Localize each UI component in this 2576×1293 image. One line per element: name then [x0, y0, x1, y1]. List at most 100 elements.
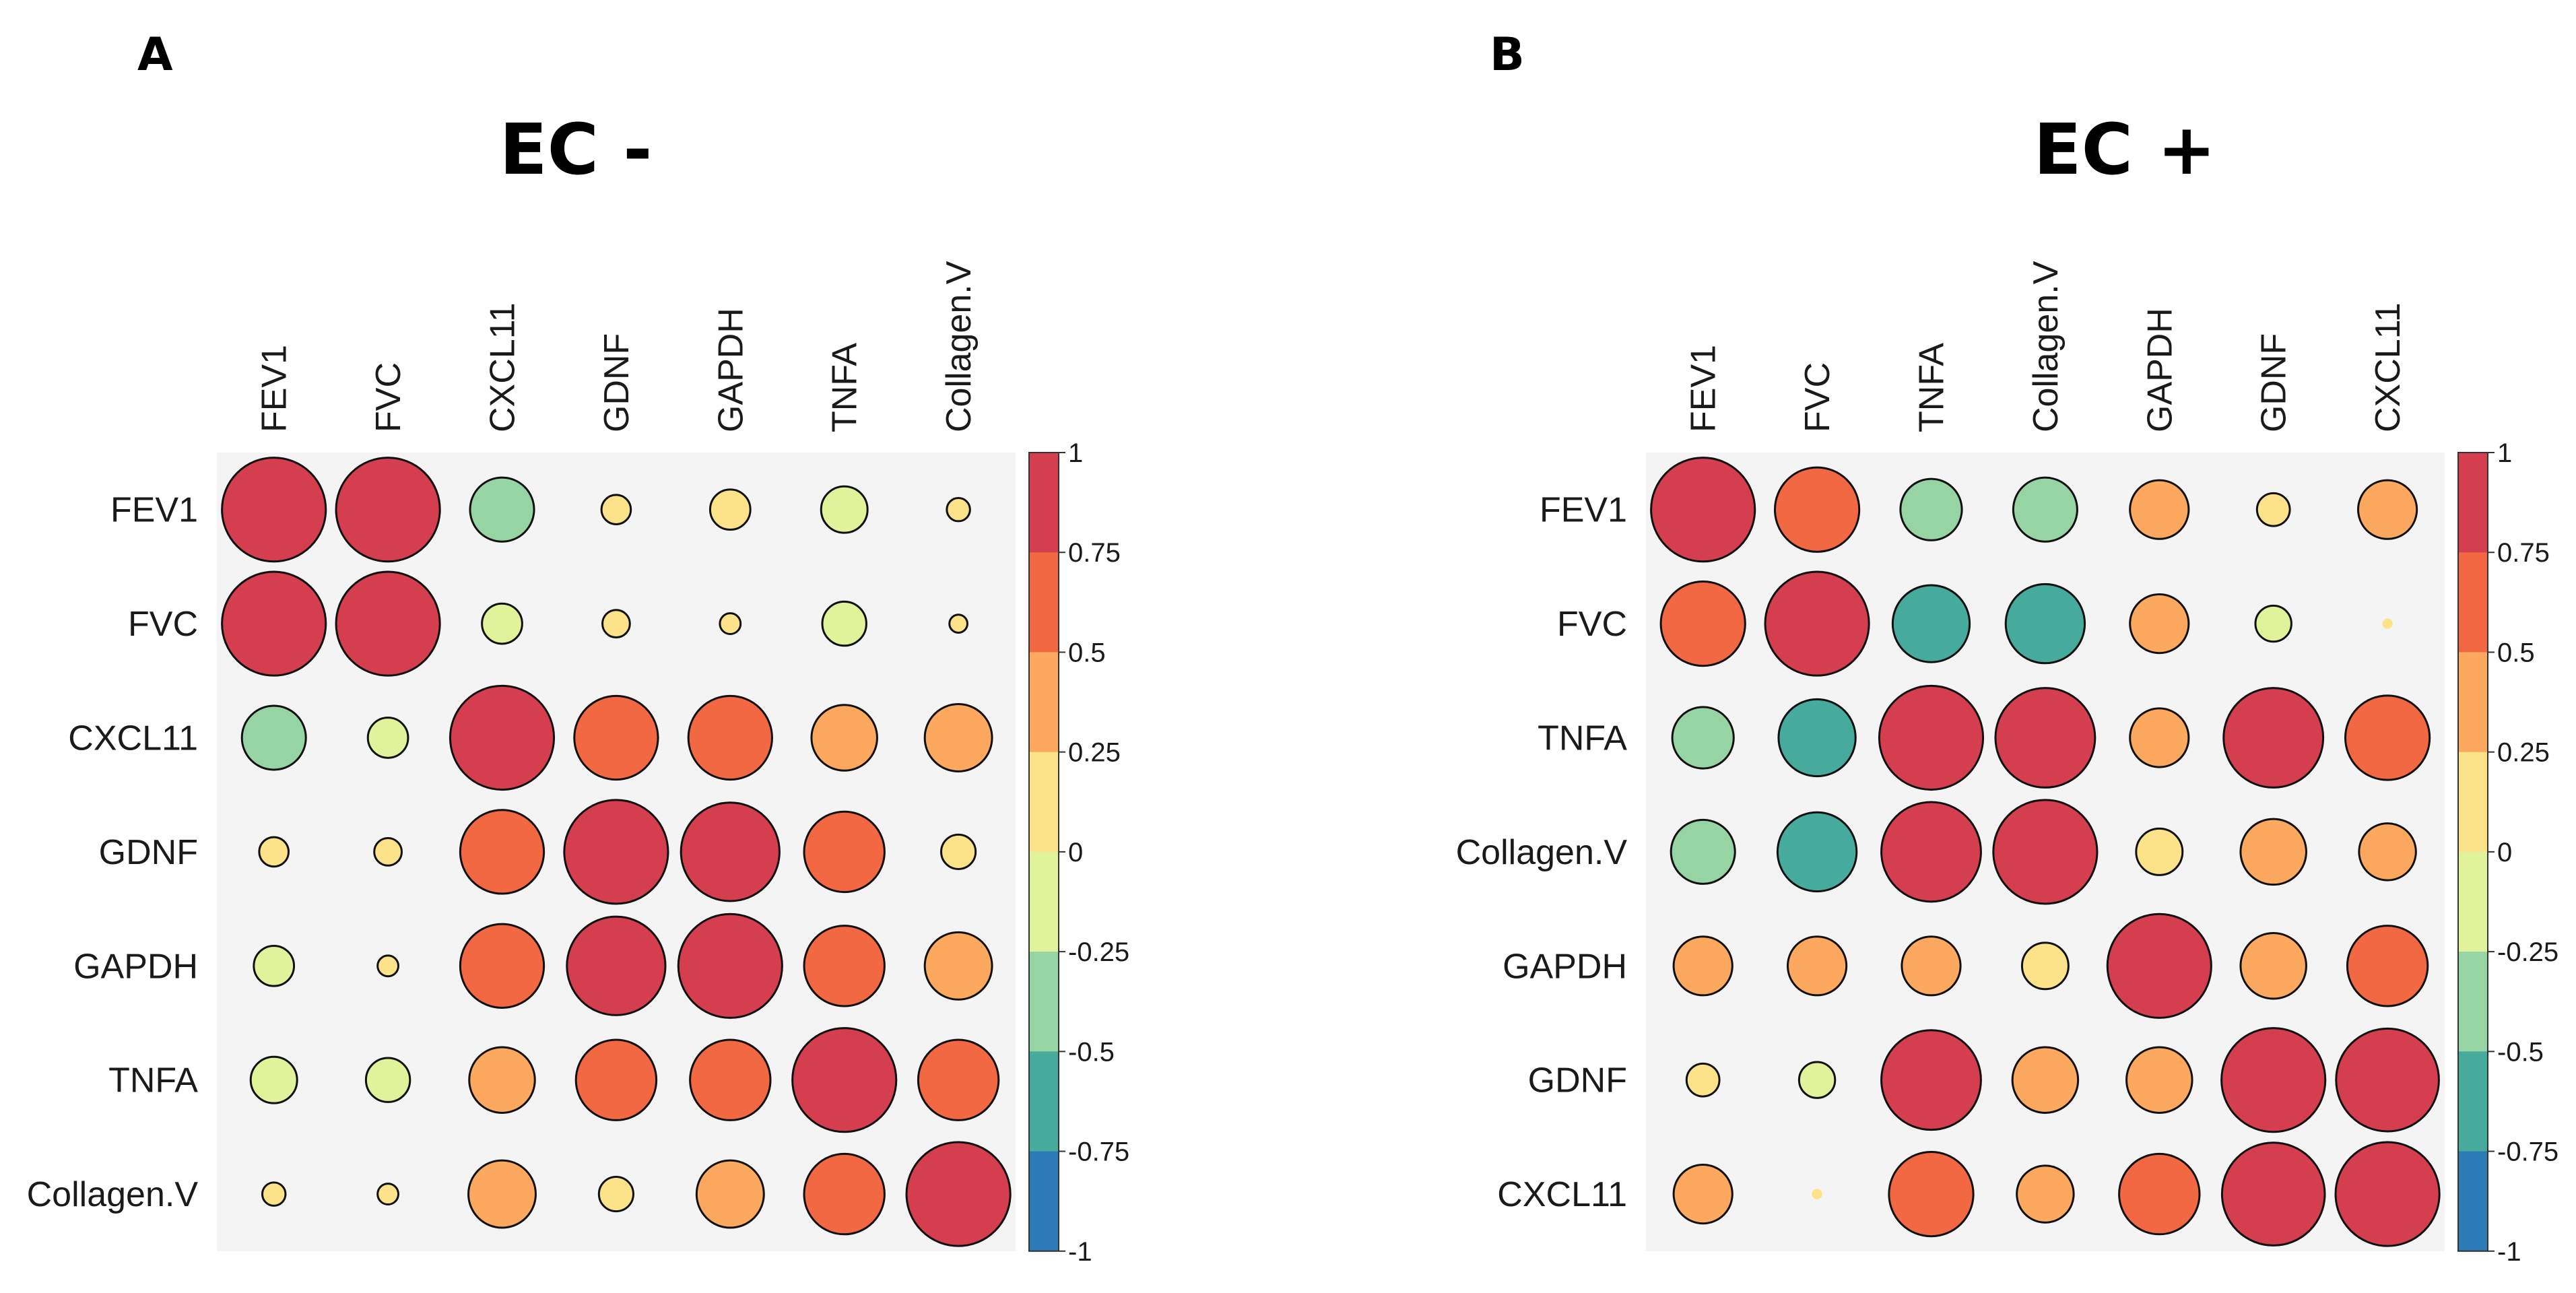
colorbar-tick-label: 0.25 [2497, 738, 2550, 768]
correlation-circle [1812, 1189, 1822, 1199]
colorbar-tick-label: 0.5 [2497, 638, 2535, 667]
colorbar-segment [1029, 552, 1059, 653]
correlation-circle [1659, 580, 1746, 667]
correlation-circle [597, 1176, 634, 1213]
correlation-circle [573, 694, 659, 781]
correlation-circle [2129, 593, 2190, 655]
correlation-circle [1797, 1061, 1837, 1099]
colorbar-segment [1029, 652, 1059, 753]
correlation-circle [376, 1183, 400, 1206]
correlation-circle [1901, 935, 1962, 997]
row-label-tnfa: TNFA [108, 1061, 198, 1100]
column-label-fev1: FEV1 [1684, 345, 1723, 432]
correlation-circle [2222, 687, 2325, 789]
column-label-tnfa: TNFA [1913, 343, 1952, 432]
colorbar-segment [2458, 453, 2488, 553]
correlation-circle [940, 833, 977, 870]
colorbar-tick-label: -0.5 [1068, 1037, 1115, 1067]
colorbar-segment [2458, 851, 2488, 952]
correlation-circle [459, 809, 546, 895]
correlation-circle [2346, 925, 2429, 1007]
column-label-collagen-v: Collagen.V [939, 261, 979, 432]
column-label-gdnf: GDNF [597, 333, 636, 432]
correlation-circle [948, 614, 968, 634]
column-label-cxcl11: CXCL11 [2369, 302, 2408, 432]
correlation-circle [1888, 1150, 1975, 1238]
correlation-circle [923, 931, 993, 1001]
colorbar-segment [1029, 952, 1059, 1052]
correlation-circle [1880, 1029, 1982, 1131]
correlation-circle [803, 1152, 886, 1236]
correlation-circle [810, 704, 878, 772]
correlation-circle [221, 570, 327, 677]
correlation-circle [2239, 818, 2307, 886]
row-label-cxcl11: CXCL11 [1497, 1175, 1627, 1214]
colorbar-tick-label: 1 [2497, 438, 2512, 468]
correlation-circle [1650, 457, 1756, 563]
row-label-gapdh: GAPDH [1502, 947, 1627, 986]
correlation-circle [1786, 935, 1848, 997]
correlation-circle [905, 1141, 1012, 1247]
correlation-circle [373, 837, 403, 867]
column-label-tnfa: TNFA [826, 343, 865, 432]
column-label-fvc: FVC [369, 362, 408, 432]
correlation-circle [2135, 827, 2184, 876]
column-label-gapdh: GAPDH [711, 308, 750, 432]
colorbar-segment [2458, 752, 2488, 853]
colorbar-segment [1029, 1051, 1059, 1152]
panel-a: AEC -FEV1FVCCXCL11GDNFGAPDHTNFACollagen.… [27, 28, 1130, 1267]
correlation-circle [2358, 822, 2417, 882]
correlation-circle [719, 612, 742, 636]
colorbar-tick-label: 0.75 [2497, 538, 2550, 568]
correlation-circle [1878, 684, 1985, 791]
colorbar-tick-label: 0 [1068, 838, 1083, 867]
column-label-fvc: FVC [1798, 362, 1837, 432]
panel-label: A [137, 28, 173, 81]
colorbar-segment [2458, 952, 2488, 1052]
correlation-circle [2129, 707, 2190, 768]
correlation-circle [695, 1159, 765, 1229]
row-label-gdnf: GDNF [99, 833, 198, 872]
correlation-circle [2118, 1152, 2201, 1236]
correlation-circle [1994, 687, 2096, 789]
correlation-circle [803, 925, 886, 1007]
colorbar-tick-label: -1 [2497, 1237, 2521, 1267]
correlation-circle [2129, 479, 2190, 540]
colorbar-tick-label: -0.75 [2497, 1137, 2558, 1167]
correlation-circle [2106, 913, 2212, 1019]
correlation-circle [2004, 583, 2086, 665]
column-label-collagen-v: Collagen.V [2026, 261, 2066, 432]
correlation-circle [708, 488, 752, 531]
colorbar-segment [1029, 1151, 1059, 1252]
correlation-circle [335, 570, 441, 677]
row-label-tnfa: TNFA [1538, 719, 1627, 758]
correlation-circle [249, 1055, 298, 1104]
colorbar-tick-label: -1 [1068, 1237, 1092, 1267]
row-label-gapdh: GAPDH [73, 947, 198, 986]
correlation-circle [2382, 618, 2393, 629]
correlation-circle [449, 684, 556, 791]
correlation-circle [2254, 604, 2292, 643]
correlation-circle [566, 915, 667, 1016]
colorbar-tick-label: -0.5 [2497, 1037, 2544, 1067]
correlation-circle [1992, 799, 2099, 905]
column-label-fev1: FEV1 [255, 345, 294, 432]
colorbar-tick-label: 0.5 [1068, 638, 1106, 667]
chart-title: EC + [2034, 108, 2216, 191]
correlation-circle [821, 600, 867, 647]
correlation-circle [1776, 811, 1858, 893]
correlation-circle [2220, 1141, 2326, 1247]
row-label-fvc: FVC [128, 605, 198, 644]
correlation-circle [1670, 818, 1736, 885]
correlation-circle [364, 1057, 411, 1103]
correlation-circle [1672, 935, 1733, 997]
correlation-circle [687, 694, 773, 781]
correlation-circle [791, 1027, 898, 1133]
correlation-circle [253, 944, 296, 987]
colorbar-tick-label: -0.25 [1068, 937, 1129, 967]
correlation-circle [601, 609, 631, 638]
correlation-circle [563, 799, 669, 905]
correlation-circle [2020, 941, 2070, 991]
correlation-circle [1891, 584, 1971, 663]
correlation-circle [2220, 1027, 2327, 1133]
